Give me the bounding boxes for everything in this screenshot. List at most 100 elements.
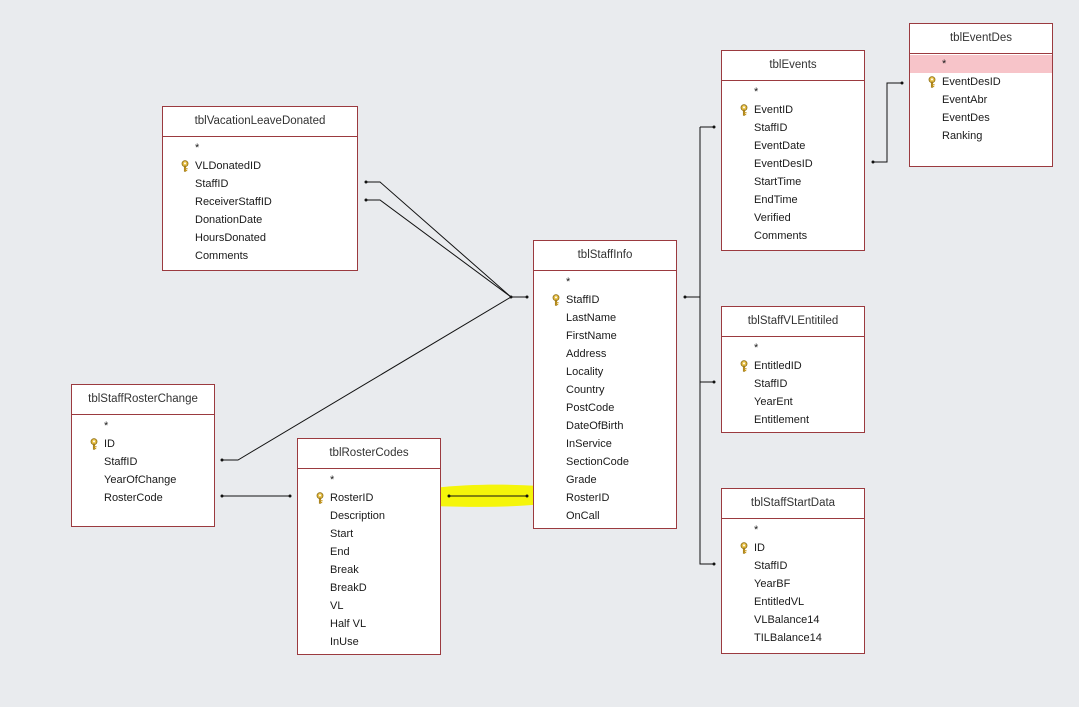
field-row[interactable]: EventDesID [722, 155, 864, 173]
field-row-all[interactable]: * [910, 55, 1052, 73]
field-row[interactable]: RosterID [298, 489, 440, 507]
table-title[interactable]: tblVacationLeaveDonated [163, 107, 357, 137]
field-row[interactable]: Comments [163, 247, 357, 265]
table-title[interactable]: tblStaffInfo [534, 241, 676, 271]
field-row[interactable]: Locality [534, 363, 676, 381]
field-row-all[interactable]: * [534, 273, 676, 291]
field-name: EventAbr [942, 94, 988, 106]
table-title[interactable]: tblStaffRosterChange [72, 385, 214, 415]
relationship-line-staff-vlentitled[interactable] [699, 297, 714, 383]
table-title[interactable]: tblStaffVLEntitiled [722, 307, 864, 337]
field-name: VLBalance14 [754, 614, 820, 626]
field-row[interactable]: DateOfBirth [534, 417, 676, 435]
field-row[interactable]: BreakD [298, 579, 440, 597]
field-row[interactable]: StaffID [722, 119, 864, 137]
field-row[interactable]: InUse [298, 633, 440, 651]
field-row[interactable]: StaffID [163, 175, 357, 193]
field-row[interactable]: PostCode [534, 399, 676, 417]
field-row[interactable]: Country [534, 381, 676, 399]
field-row[interactable]: ReceiverStaffID [163, 193, 357, 211]
field-row[interactable]: EventDes [910, 109, 1052, 127]
field-row[interactable]: Address [534, 345, 676, 363]
field-row[interactable]: YearBF [722, 575, 864, 593]
primary-key-icon [551, 294, 561, 306]
field-row[interactable]: VLBalance14 [722, 611, 864, 629]
field-row[interactable]: VLDonatedID [163, 157, 357, 175]
field-name: PostCode [566, 402, 615, 414]
table-tblVacationLeaveDonated[interactable]: tblVacationLeaveDonated *VLDonatedID Staf… [162, 106, 358, 271]
field-row-all[interactable]: * [163, 139, 357, 157]
field-row-all[interactable]: * [72, 417, 214, 435]
field-row[interactable]: EntitledID [722, 357, 864, 375]
field-row[interactable]: StaffID [72, 453, 214, 471]
field-row[interactable]: DonationDate [163, 211, 357, 229]
field-row-all[interactable]: * [722, 521, 864, 539]
field-row[interactable]: Start [298, 525, 440, 543]
field-row[interactable]: StaffID [534, 291, 676, 309]
field-name: Country [566, 384, 605, 396]
field-row[interactable]: TILBalance14 [722, 629, 864, 647]
field-row[interactable]: Half VL [298, 615, 440, 633]
field-row[interactable]: StaffID [722, 375, 864, 393]
field-row-all[interactable]: * [722, 83, 864, 101]
field-name: Break [330, 564, 359, 576]
field-name: Grade [566, 474, 597, 486]
field-name: EventDesID [754, 158, 813, 170]
field-row[interactable]: Break [298, 561, 440, 579]
field-row-all[interactable]: * [722, 339, 864, 357]
field-row[interactable]: OnCall [534, 507, 676, 525]
field-row[interactable]: StartTime [722, 173, 864, 191]
field-row[interactable]: YearOfChange [72, 471, 214, 489]
field-row[interactable]: Verified [722, 209, 864, 227]
field-row[interactable]: Entitlement [722, 411, 864, 429]
primary-key-icon [739, 104, 749, 116]
relationship-line-events-eventdes[interactable] [873, 82, 902, 163]
table-title[interactable]: tblEvents [722, 51, 864, 81]
field-row[interactable]: SectionCode [534, 453, 676, 471]
field-row[interactable]: Grade [534, 471, 676, 489]
relationship-line-rosterchange-staff[interactable] [222, 296, 512, 461]
field-name: * [330, 474, 335, 486]
field-row-all[interactable]: * [298, 471, 440, 489]
relationship-line-vacation-receiver[interactable] [366, 199, 512, 298]
field-row[interactable]: FirstName [534, 327, 676, 345]
field-row[interactable]: End [298, 543, 440, 561]
field-row[interactable]: VL [298, 597, 440, 615]
field-row[interactable]: EventDate [722, 137, 864, 155]
field-row[interactable]: YearEnt [722, 393, 864, 411]
field-row[interactable]: StaffID [722, 557, 864, 575]
field-row[interactable]: EndTime [722, 191, 864, 209]
field-row[interactable]: RosterCode [72, 489, 214, 507]
field-row[interactable]: LastName [534, 309, 676, 327]
field-row[interactable]: Description [298, 507, 440, 525]
table-title[interactable]: tblStaffStartData [722, 489, 864, 519]
field-row[interactable]: ID [72, 435, 214, 453]
field-row[interactable]: EventAbr [910, 91, 1052, 109]
field-row[interactable]: EntitledVL [722, 593, 864, 611]
field-row[interactable]: InService [534, 435, 676, 453]
relationship-line-staff-startdata[interactable] [699, 382, 714, 565]
table-title[interactable]: tblRosterCodes [298, 439, 440, 469]
primary-key-icon [739, 542, 749, 554]
field-row[interactable]: HoursDonated [163, 229, 357, 247]
field-row[interactable]: EventDesID [910, 73, 1052, 91]
field-name: DonationDate [195, 214, 263, 226]
field-row[interactable]: RosterID [534, 489, 676, 507]
primary-key-icon [739, 360, 749, 372]
field-name: VL [330, 600, 344, 612]
table-title[interactable]: tblEventDes [910, 24, 1052, 54]
field-name: StaffID [195, 178, 229, 190]
relationship-line-vacation-staff[interactable] [366, 181, 527, 298]
field-row[interactable]: ID [722, 539, 864, 557]
field-row[interactable]: Comments [722, 227, 864, 245]
field-row[interactable]: Ranking [910, 127, 1052, 145]
field-row[interactable]: EventID [722, 101, 864, 119]
